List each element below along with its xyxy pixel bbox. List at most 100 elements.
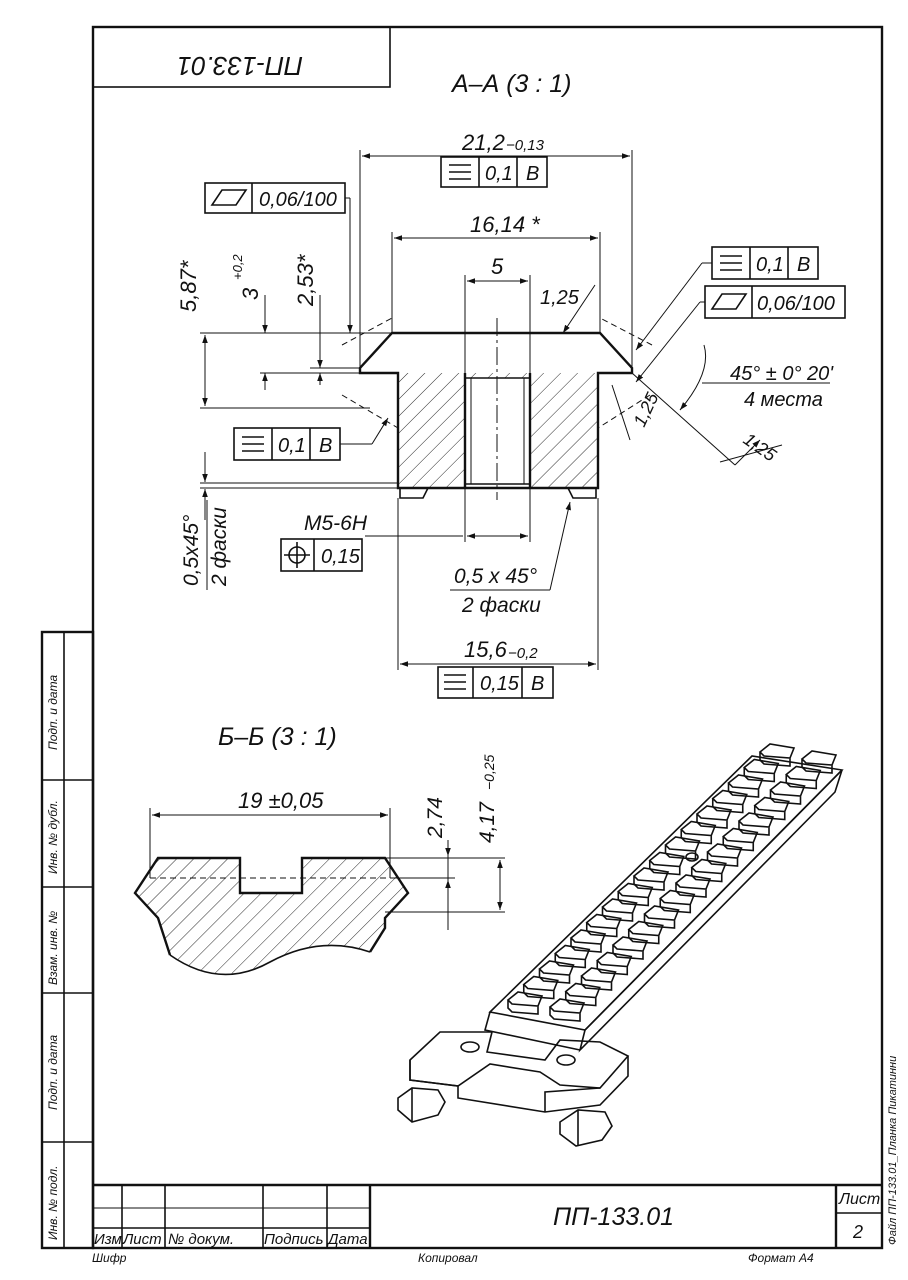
section-bb-part [133,856,410,976]
title-header-docum: № докум. [168,1231,234,1248]
side-strip-label-3: Взам. инв. № [46,911,60,985]
dim-2-74-4-17 [385,840,505,930]
title-sheet-label: Лист [838,1191,880,1208]
dim-15-6-tol: −0,2 [508,645,538,662]
footer-kopiroval: Копировал [418,1251,478,1265]
dim-16-14-label: 16,14 * [470,212,541,237]
isometric-rail [397,743,844,1147]
rail-tooth [690,858,727,883]
dim-5-87-label: 5,87* [176,259,201,312]
rail-tooth [548,998,586,1022]
tolerance-frame-par-right [635,246,819,351]
rail-tooth [611,936,649,960]
rail-tooth [769,781,806,805]
rail-tooth [674,874,712,898]
side-strip-label-1: Подп. и дата [46,675,60,750]
rail-tooth [617,882,654,907]
dim-chamfer-left [200,452,398,590]
title-sheet-number: 2 [852,1222,863,1242]
footer-shifr: Шифр [92,1251,127,1265]
file-label: Файл ПП-133.01_Планка Пикатинни [887,1056,899,1245]
title-block [93,1183,882,1248]
dim-1-25-top-label: 1,25 [540,287,580,309]
rail-tooth [601,898,638,922]
rail-tooth [596,951,633,976]
rail-tooth [706,843,743,867]
tolerance-frame-par-bottom [437,666,554,699]
title-header-data: Дата [326,1231,368,1248]
dim-4-17-tol: −0,25 [481,754,497,790]
section-aa-title: А–А (3 : 1) [450,70,572,98]
title-code: ПП-133.01 [553,1203,674,1231]
dim-vertical-left [200,295,392,409]
dim-45-deg [631,344,830,466]
dim-3-tol: +0,2 [230,254,245,280]
parallelism-icon [242,436,264,452]
doc-code-rotated: ПП-133.01 [177,51,303,81]
rail-tooth [753,796,790,821]
chamfer-left-line1: 0,5х45° [180,515,203,586]
side-strip [40,630,95,1250]
rail-teeth [506,743,838,1022]
rail-tooth [554,944,591,969]
side-strip-label-4: Подп. и дата [46,1035,60,1110]
parallelism-icon [720,255,742,271]
dim-5-label: 5 [491,254,504,279]
rail-tooth [711,789,748,814]
rail-tooth [648,851,685,876]
footer-format: Формат А4 [748,1251,814,1265]
rail-tooth [564,982,601,1007]
rail-tooth [580,967,617,991]
rail-tooth [643,905,680,929]
tol-par-left-datum: B [319,435,332,457]
dim-2-53-label: 2,53* [293,253,318,307]
dim-15-6 [397,498,599,670]
tol-par-top-datum: B [526,163,539,185]
tolerance-frame-par-left [233,417,389,461]
dim-19 [149,808,391,878]
rail-tooth [506,991,544,1015]
side-strip-label-5: Инв. № подл. [46,1166,60,1240]
rail-tooth [727,774,764,798]
dim-1-25-side-label: 1,25 [629,389,662,430]
dim-21-2 [359,150,633,368]
dim-1-25-side [611,384,631,441]
tol-flat-top-value: 0,06/100 [259,189,337,211]
dim-m5 [365,488,531,542]
dim-1-25-diag-label: 1,25 [740,429,781,466]
dim-21-2-tol: −0,13 [506,137,545,154]
tolerance-frame-par-top [440,156,548,188]
tol-par-bottom-value: 0,15 [480,673,520,695]
tol-par-bottom-datum: B [531,673,544,695]
dim-1-25-top [562,284,596,334]
rail-tooth [664,836,701,860]
dim-1-25-diag [719,439,783,466]
rail-tooth [522,975,559,1000]
chamfer-left-line2: 2 фаски [208,507,231,587]
section-aa-part [341,317,653,500]
dim-21-2-label: 21,2 [461,130,505,155]
tol-par-right-value: 0,1 [756,254,784,276]
tol-par-left-value: 0,1 [278,435,306,457]
rail-tooth [737,812,775,836]
rail-tooth [627,920,664,945]
rail-tooth [785,765,822,790]
dim-19-label: 19 ±0,05 [238,788,324,813]
dim-15-6-label: 15,6 [464,637,508,662]
rail-tooth [758,743,796,767]
parallelism-icon [444,674,466,690]
tolerance-frame-flat-top [204,182,353,333]
chamfer-mid-line1: 0,5 х 45° [454,565,537,588]
dim-45-deg-label: 45° ± 0° 20' [730,363,834,385]
position-icon [284,542,310,568]
dim-m5-label: M5-6H [304,512,368,535]
doc-code-box [92,26,391,88]
title-header-izm: Изм. [94,1231,126,1248]
dim-4-17-label: 4,17 [476,801,499,843]
tol-par-top-value: 0,1 [485,163,513,185]
side-strip-label-2: Инв. № дубл. [46,800,60,874]
rail-tooth [569,929,607,953]
title-header-podpis: Подпись [264,1231,324,1248]
rail-tooth [722,827,759,852]
tol-flat-right-value: 0,06/100 [757,293,835,315]
